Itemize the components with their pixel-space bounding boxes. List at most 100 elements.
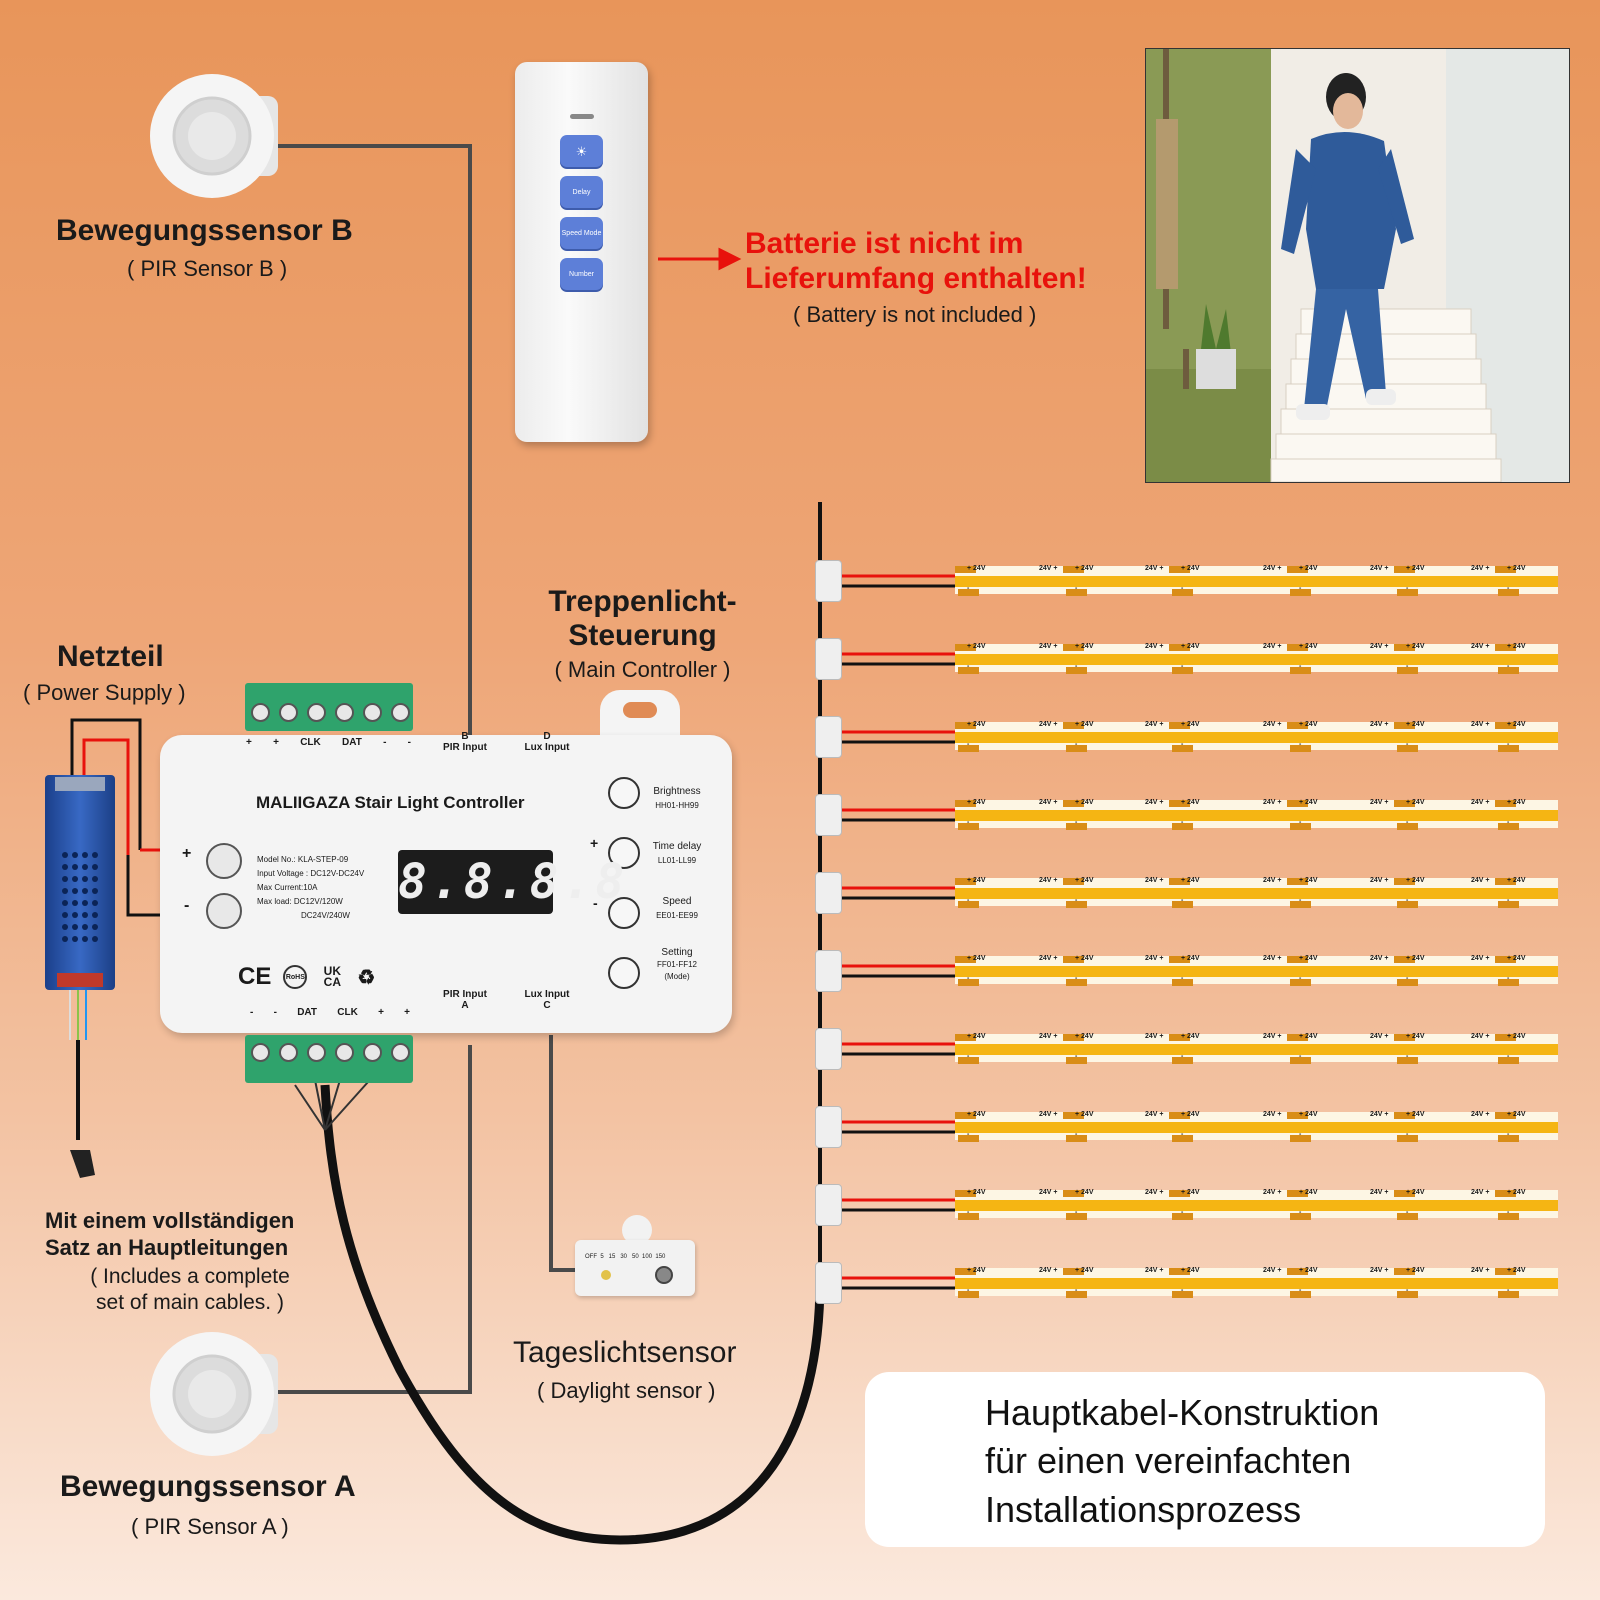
strip-plus-label: + 24V	[967, 1111, 986, 1118]
remote-button-number[interactable]: Number	[560, 258, 603, 290]
strip-cob-light	[955, 1122, 1558, 1133]
strip-minus-label: -	[1299, 1131, 1302, 1138]
strip-mid-label: 24V +	[1145, 1111, 1164, 1118]
strip-mid-label: 24V +	[1263, 565, 1282, 572]
arrow-head-icon	[718, 247, 742, 271]
bottom-label: +	[404, 1007, 410, 1018]
spec-current: Max Current:10A	[257, 883, 318, 892]
strip-minus-label: -	[1299, 663, 1302, 670]
battery-note-subtitle: ( Battery is not included )	[793, 302, 1037, 327]
solder-pad	[1169, 800, 1190, 807]
solder-pad	[955, 800, 976, 807]
strip-mid-label: 24V +	[1145, 1267, 1164, 1274]
solder-pad	[1495, 566, 1516, 573]
led-strip: + 24V-+ 24V-24V ++ 24V-24V ++ 24V-24V ++…	[955, 565, 1558, 596]
strip-plus-label: + 24V	[1406, 1267, 1425, 1274]
minus-label: -	[593, 895, 598, 911]
strip-minus-label: -	[1507, 663, 1510, 670]
solder-pad	[955, 644, 976, 651]
time-delay-button[interactable]	[608, 837, 640, 869]
setting-label: Setting FF01-FF12 (Mode)	[642, 947, 712, 983]
controller-title-line2: Steuerung	[568, 619, 717, 652]
pir-sensor-icon	[150, 1332, 278, 1456]
strip-plus-label: + 24V	[1075, 1033, 1094, 1040]
strip-minus-label: -	[1181, 1131, 1184, 1138]
remote-button-brightness[interactable]: ☀	[560, 135, 603, 167]
strip-cob-light	[955, 654, 1558, 665]
power-supply-subtitle: ( Power Supply )	[23, 680, 186, 705]
strip-plus-label: + 24V	[1507, 643, 1526, 650]
strip-mid-label: 24V +	[1263, 1189, 1282, 1196]
remote-button-speed-mode[interactable]: Speed Mode	[560, 217, 603, 249]
strip-plus-label: + 24V	[1075, 1189, 1094, 1196]
speed-button[interactable]	[608, 897, 640, 929]
solder-pad	[955, 1034, 976, 1041]
solder-pad	[1063, 1190, 1084, 1197]
solder-pad	[1066, 667, 1087, 674]
strip-connector	[815, 1184, 842, 1226]
pir-input-b-label: B PIR Input	[430, 731, 500, 753]
strip-minus-label: -	[1507, 897, 1510, 904]
bottom-label: DAT	[297, 1007, 317, 1018]
strip-plus-label: + 24V	[1406, 877, 1425, 884]
strip-mid-label: 24V +	[1039, 565, 1058, 572]
strip-mid-label: 24V +	[1039, 877, 1058, 884]
brightness-button[interactable]	[608, 777, 640, 809]
note-box: Hauptkabel-Konstruktion für einen verein…	[865, 1372, 1545, 1547]
solder-pad	[1172, 979, 1193, 986]
solder-pad	[1290, 1057, 1311, 1064]
strip-cob-light	[955, 810, 1558, 821]
strip-mid-label: 24V +	[1370, 565, 1389, 572]
strip-mid-label: 24V +	[1039, 721, 1058, 728]
solder-pad	[955, 722, 976, 729]
strip-mid-label: 24V +	[1370, 721, 1389, 728]
pir-input-a-label: PIR Input A	[430, 989, 500, 1011]
solder-pad	[1495, 800, 1516, 807]
strip-minus-label: -	[1181, 741, 1184, 748]
lux-d-letter: D	[543, 731, 551, 742]
power-supply-unit	[45, 775, 115, 990]
strip-plus-label: + 24V	[1406, 1189, 1425, 1196]
solder-pad	[1498, 667, 1519, 674]
strip-minus-label: -	[1075, 663, 1078, 670]
strip-mid-label: 24V +	[1145, 565, 1164, 572]
strip-mid-label: 24V +	[1370, 1111, 1389, 1118]
solder-pad	[1290, 901, 1311, 908]
strip-plus-label: + 24V	[1075, 565, 1094, 572]
strip-minus-label: -	[1507, 819, 1510, 826]
strip-minus-label: -	[1075, 741, 1078, 748]
lux-c-letter: C	[543, 1000, 551, 1011]
strip-minus-label: -	[967, 1209, 970, 1216]
solder-pad	[1397, 1291, 1418, 1298]
strip-connector	[815, 1262, 842, 1304]
remote-button-delay[interactable]: Delay	[560, 176, 603, 208]
solder-pad	[1169, 722, 1190, 729]
solder-pad	[1066, 901, 1087, 908]
strip-mid-label: 24V +	[1039, 1189, 1058, 1196]
strip-mid-label: 24V +	[1039, 1267, 1058, 1274]
strip-minus-label: -	[1181, 897, 1184, 904]
lux-dial-icon[interactable]	[655, 1266, 673, 1284]
solder-pad	[1394, 566, 1415, 573]
solder-pad	[1397, 745, 1418, 752]
setting-code: FF01-FF12	[656, 960, 697, 969]
strip-plus-label: + 24V	[1299, 955, 1318, 962]
strip-mid-label: 24V +	[1263, 1267, 1282, 1274]
strip-mid-label: 24V +	[1263, 1033, 1282, 1040]
strip-mid-label: 24V +	[1039, 799, 1058, 806]
strip-plus-label: + 24V	[1181, 643, 1200, 650]
top-label: -	[383, 737, 387, 748]
strip-minus-label: -	[1181, 975, 1184, 982]
cables-line2: Satz an Hauptleitungen	[45, 1235, 289, 1260]
strip-mid-label: 24V +	[1145, 721, 1164, 728]
strip-mid-label: 24V +	[1370, 877, 1389, 884]
strip-mid-label: 24V +	[1039, 955, 1058, 962]
setting-button[interactable]	[608, 957, 640, 989]
strip-mid-label: 24V +	[1263, 643, 1282, 650]
solder-pad	[1169, 644, 1190, 651]
solder-pad	[1063, 722, 1084, 729]
solder-pad	[1066, 979, 1087, 986]
pir-a-text: PIR Input	[443, 989, 487, 1000]
lux-input-d-label: D Lux Input	[512, 731, 582, 753]
solder-pad	[1495, 1190, 1516, 1197]
